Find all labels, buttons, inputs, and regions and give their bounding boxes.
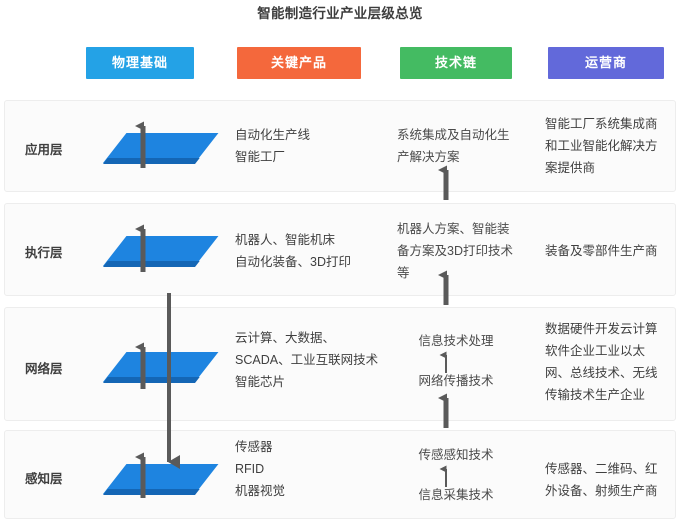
operator-line: 传感器、二维码、红 — [545, 462, 658, 476]
products-execution: 机器人、智能机床 自动化装备、3D打印 — [235, 229, 385, 273]
operators-network: 数据硬件开发云计算 软件企业工业以太 网、总线技术、无线 传输技术生产企业 — [545, 318, 675, 406]
layer-card-network: 网络层 云计算、大数据、 SCADA、工业互联网技术 智能芯片 信息技术处理 网… — [4, 307, 676, 421]
layer-card-application: 应用层 自动化生产线 智能工厂 系统集成及自动化生 产解决方案 智能工厂系统集成… — [4, 100, 676, 192]
tech-chain-perception-lower: 信息采集技术 — [418, 488, 494, 502]
chain-line: 系统集成及自动化生 — [397, 128, 510, 142]
operator-line: 智能工厂系统集成商 — [545, 117, 658, 131]
category-chip-physical-base[interactable]: 物理基础 — [86, 47, 194, 79]
products-perception: 传感器 RFID 机器视觉 — [235, 436, 385, 502]
layer-label-network: 网络层 — [25, 362, 63, 376]
product-line: 机器视觉 — [235, 484, 286, 498]
operator-line: 网、总线技术、无线 — [545, 366, 658, 380]
platform-side-face — [103, 489, 200, 495]
layer-label-perception: 感知层 — [25, 472, 63, 486]
product-line: SCADA、工业互联网技术 — [235, 353, 379, 367]
product-line: RFID — [235, 462, 265, 476]
layer-card-execution: 执行层 机器人、智能机床 自动化装备、3D打印 机器人方案、智能装 备方案及3D… — [4, 203, 676, 296]
tech-chain-application: 系统集成及自动化生 产解决方案 — [397, 124, 515, 168]
platform-graphic-perception — [97, 431, 219, 518]
product-line: 智能工厂 — [235, 150, 286, 164]
category-chip-key-products[interactable]: 关键产品 — [237, 47, 361, 79]
platform-graphic-network — [97, 308, 219, 420]
chain-line: 机器人方案、智能装 — [397, 222, 510, 236]
tech-chain-perception-upper: 传感感知技术 — [418, 448, 494, 462]
product-line: 机器人、智能机床 — [235, 233, 336, 247]
operators-application: 智能工厂系统集成商 和工业智能化解决方 案提供商 — [545, 113, 675, 179]
layer-card-perception: 感知层 传感器 RFID 机器视觉 传感感知技术 信息采集技术 传感器、二维码、… — [4, 430, 676, 519]
page-title: 智能制造行业产业层级总览 — [257, 6, 423, 21]
product-line: 自动化装备、3D打印 — [235, 255, 351, 269]
category-chip-operator[interactable]: 运营商 — [548, 47, 664, 79]
operator-line: 外设备、射频生产商 — [545, 484, 658, 498]
chain-line: 等 — [397, 266, 410, 280]
operator-line: 和工业智能化解决方 — [545, 139, 658, 153]
category-chip-tech-chain[interactable]: 技术链 — [400, 47, 512, 79]
platform-side-face — [103, 158, 200, 164]
platform-side-face — [103, 261, 200, 267]
product-line: 云计算、大数据、 — [235, 331, 336, 345]
tech-chain-network-lower: 网络传播技术 — [418, 374, 494, 388]
operator-line: 数据硬件开发云计算 — [545, 322, 658, 336]
layer-label-application: 应用层 — [25, 143, 63, 157]
product-line: 传感器 — [235, 440, 273, 454]
category-header-row: 物理基础 关键产品 技术链 运营商 — [0, 47, 680, 79]
operators-perception: 传感器、二维码、红 外设备、射频生产商 — [545, 458, 675, 502]
operator-line: 软件企业工业以太 — [545, 344, 646, 358]
tech-chain-network-upper: 信息技术处理 — [418, 334, 494, 348]
products-network: 云计算、大数据、 SCADA、工业互联网技术 智能芯片 — [235, 327, 410, 393]
platform-graphic-application — [97, 101, 219, 191]
platform-side-face — [103, 377, 200, 383]
operator-line: 装备及零部件生产商 — [545, 244, 658, 258]
tech-chain-execution: 机器人方案、智能装 备方案及3D打印技术 等 — [397, 218, 515, 284]
operator-line: 案提供商 — [545, 161, 596, 175]
products-application: 自动化生产线 智能工厂 — [235, 124, 385, 168]
chain-line: 备方案及3D打印技术 — [397, 244, 513, 258]
operators-execution: 装备及零部件生产商 — [545, 240, 675, 262]
product-line: 自动化生产线 — [235, 128, 311, 142]
operator-line: 传输技术生产企业 — [545, 388, 646, 402]
platform-graphic-execution — [97, 204, 219, 295]
product-line: 智能芯片 — [235, 375, 286, 389]
chain-line: 产解决方案 — [397, 150, 460, 164]
layer-label-execution: 执行层 — [25, 246, 63, 260]
